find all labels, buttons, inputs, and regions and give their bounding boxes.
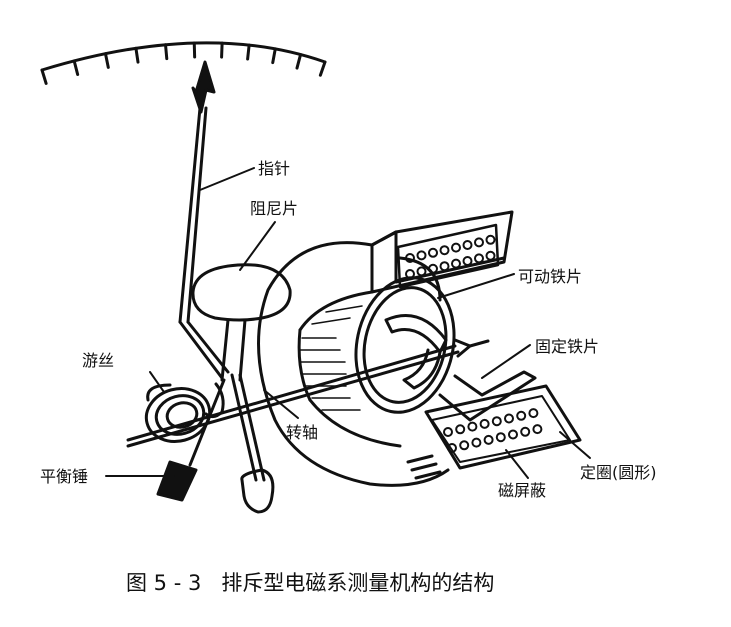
label-counterweight: 平衡锤 (40, 467, 88, 486)
coil-winding (532, 424, 543, 435)
figure-caption: 图 5 - 3 排斥型电磁系测量机构的结构 (126, 571, 494, 595)
coil-winding (471, 437, 482, 448)
coil-winding (483, 434, 494, 445)
counter-arm-right (230, 373, 275, 514)
label-hairspring: 游丝 (82, 351, 114, 370)
coil-winding (491, 416, 502, 427)
label-damper: 阻尼片 (250, 199, 298, 218)
coil-winding (416, 250, 427, 261)
scale-tick (40, 68, 48, 85)
coil-winding (528, 408, 539, 419)
coil-winding (455, 424, 466, 435)
lower-coil-windings (443, 408, 543, 453)
coil-winding (405, 253, 415, 263)
coil-winding (479, 418, 490, 429)
scale-tick (103, 52, 110, 69)
moving-iron-vane (384, 314, 448, 354)
coil-winding (474, 237, 484, 248)
coil-winding (516, 410, 527, 421)
scale-tick (246, 43, 251, 61)
coil-winding (428, 247, 438, 258)
label-moving-iron: 可动铁片 (518, 267, 582, 286)
damper-vane (191, 263, 292, 382)
hairspring (144, 383, 212, 443)
coil-winding (447, 443, 457, 453)
coil-winding (459, 440, 470, 451)
coil-winding (443, 427, 453, 437)
scale-tick (318, 60, 327, 77)
label-shield: 磁屏蔽 (498, 481, 546, 500)
yoke-drum (257, 230, 450, 487)
scale-tick (164, 43, 169, 61)
coil-winding (495, 432, 506, 443)
leader-lines (105, 167, 591, 479)
counterweight (156, 378, 226, 502)
scale-tick (295, 53, 303, 70)
coil-winding (439, 245, 450, 256)
coil-winding (462, 256, 473, 266)
coil-winding (428, 263, 438, 274)
label-fixed-iron: 固定铁片 (535, 337, 599, 356)
coil-winding (485, 234, 496, 245)
coil-winding (451, 242, 461, 253)
scale-tick (134, 46, 140, 64)
hairspring-clamp (204, 382, 225, 419)
label-pointer: 指针 (258, 159, 290, 178)
scale-tick (271, 47, 277, 65)
scale-ticks (40, 41, 327, 85)
coil-winding (520, 426, 531, 437)
scale-tick (220, 41, 224, 59)
coil-winding (485, 250, 496, 261)
coil-winding (467, 421, 478, 432)
rotating-shaft (126, 338, 490, 448)
scale-tick (72, 59, 80, 76)
coil-winding (508, 429, 518, 440)
coil-winding (504, 413, 514, 424)
label-coil: 定圈(圆形) (580, 463, 657, 482)
coil-winding (451, 258, 461, 269)
pointer (178, 60, 230, 380)
scale-arc (40, 41, 327, 72)
coil-winding (439, 261, 450, 272)
coil-winding (474, 253, 484, 264)
label-shaft: 转轴 (286, 423, 318, 442)
coil-winding (462, 240, 473, 250)
drum-shading (299, 305, 363, 411)
coil-winding (416, 266, 427, 277)
